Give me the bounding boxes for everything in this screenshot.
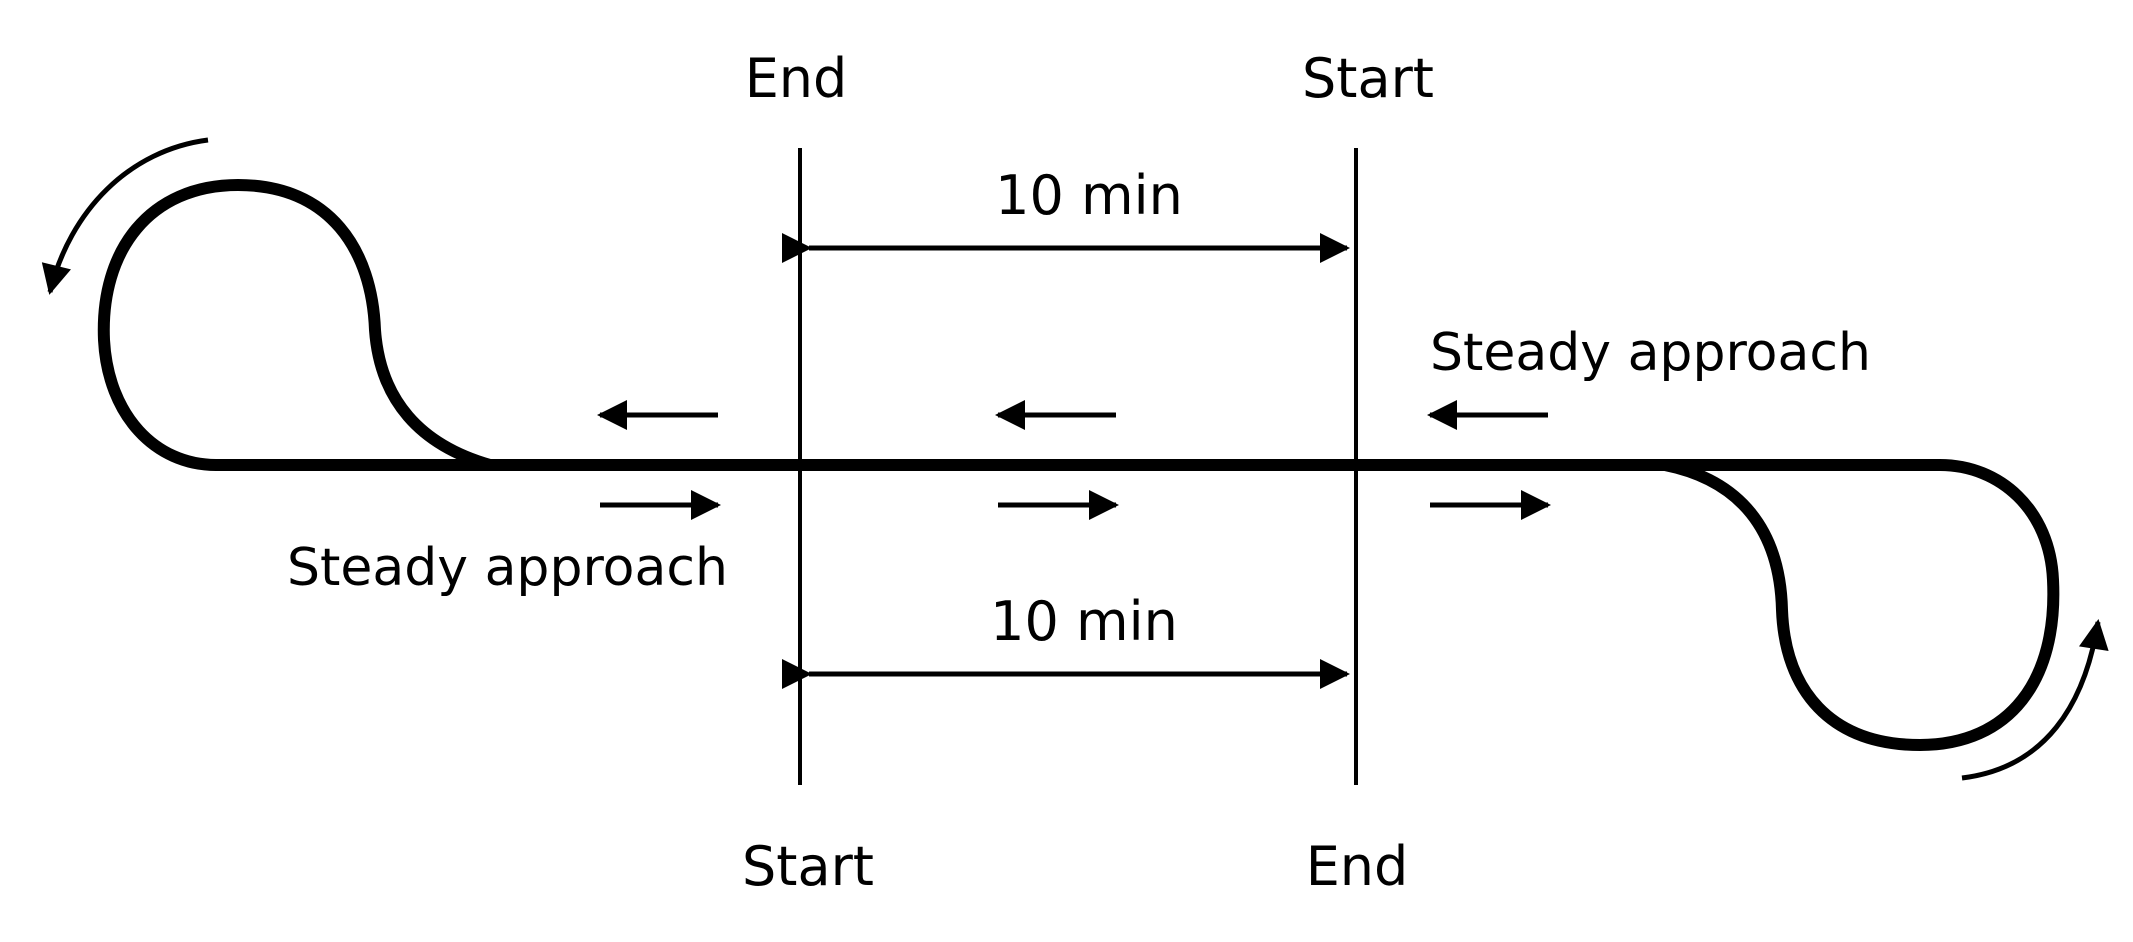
bottom-left-marker-label: Start	[742, 835, 874, 898]
top-left-marker-label: End	[745, 47, 848, 110]
right-turnaround-loop	[1663, 459, 2060, 752]
right-approach-label: Steady approach	[1430, 323, 1871, 383]
top-duration-label: 10 min	[995, 164, 1183, 227]
left-approach-label: Steady approach	[287, 538, 728, 598]
bottom-right-marker-label: End	[1306, 835, 1409, 898]
left-turnaround-loop	[97, 178, 492, 471]
left-rotation-arrow	[41, 137, 209, 295]
right-rotation-arrow	[1961, 619, 2109, 781]
bottom-duration-label: 10 min	[990, 590, 1178, 653]
top-right-marker-label: Start	[1302, 47, 1434, 110]
